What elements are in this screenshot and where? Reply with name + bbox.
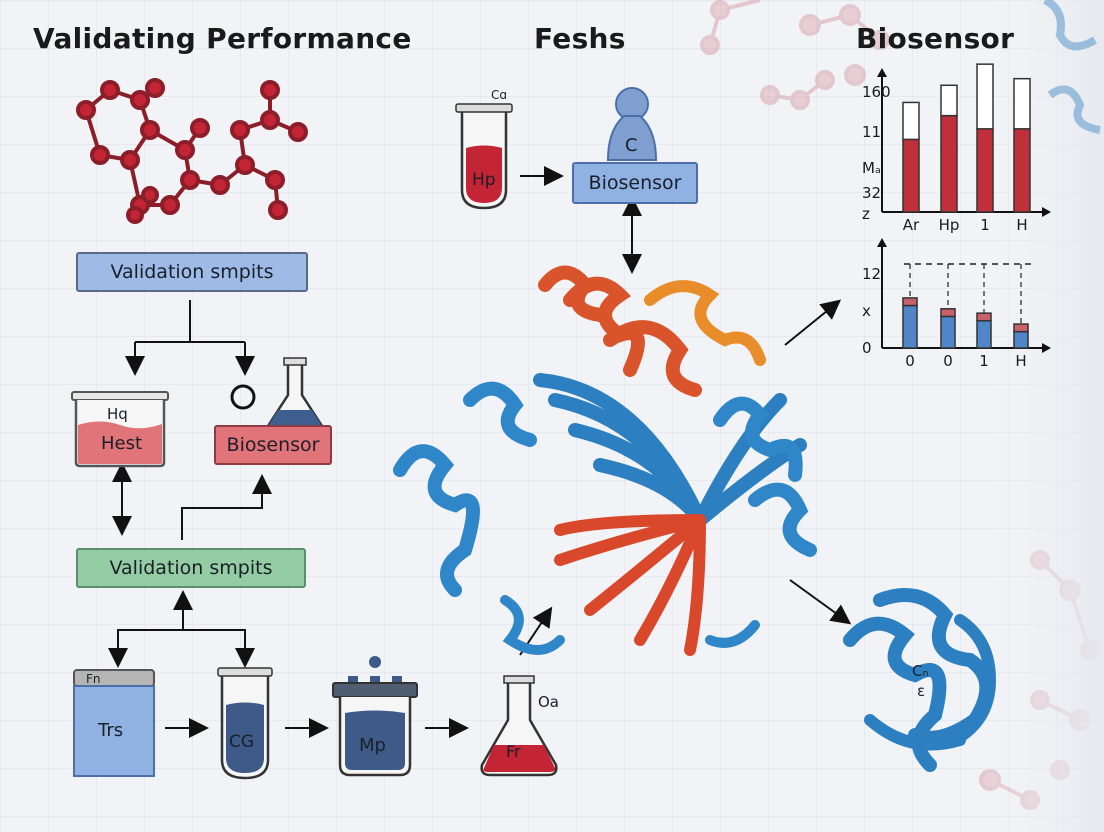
middle-tube-top-label: Cɑ — [491, 88, 507, 102]
beaker-hest-icon — [71, 391, 169, 468]
flask-icon — [230, 357, 325, 428]
validation-box-middle: Validation smpits — [76, 548, 306, 588]
chart-1-x-arrow — [1042, 343, 1051, 353]
tube-label: CG — [229, 732, 255, 752]
chart-0-category-label: Hp — [939, 216, 960, 234]
vessel-mp-icon — [332, 656, 418, 777]
chart-1-category-label: 0 — [943, 352, 953, 370]
container-tab-label: Fn — [86, 672, 101, 686]
container-label: Trs — [98, 720, 124, 741]
middle-tube-label: Hp — [472, 170, 496, 190]
chart-0-y-tick-label: 11 — [862, 123, 881, 141]
heading-biosensor: Biosensor — [856, 22, 1015, 55]
chart-1-y-tick-label: 12 — [862, 265, 881, 283]
chart-1-bar-2-seg-0 — [976, 320, 992, 349]
chart-0-y-tick-label: z — [862, 205, 870, 223]
background-helix-right — [1042, 0, 1101, 134]
chart-1-bar-3-seg-1 — [1013, 323, 1029, 333]
small-protein-icon — [843, 588, 997, 772]
chart-0-category-label: H — [1016, 216, 1027, 234]
beaker-label: Hest — [101, 433, 143, 454]
chart-0-bar-2-seg-1 — [976, 63, 994, 130]
chart-1-y-tick-label: 0 — [862, 339, 872, 357]
chart-0-bar-1-seg-0 — [940, 114, 958, 213]
small-protein-label-bottom: ε — [917, 682, 926, 700]
middle-flow-graphics — [455, 87, 852, 625]
flask-label: Fr — [506, 742, 521, 761]
chart-0-bar-0-seg-1 — [902, 101, 920, 141]
right-edge-fade — [980, 0, 1104, 832]
chart-1-y-tick-label: x — [862, 302, 871, 320]
heading-validating-performance: Validating Performance — [33, 22, 412, 55]
chart-1-bar-2-seg-1 — [976, 312, 992, 322]
chart-0-bar-2-seg-0 — [976, 128, 994, 213]
chart-0-y-tick-label: 32 — [862, 184, 881, 202]
chart-0-category-label: 1 — [980, 216, 990, 234]
chart-1-bar-3-seg-0 — [1013, 330, 1029, 349]
chart-0-y-tick-label: Mₐ — [862, 159, 881, 177]
chart-1-category-label: 1 — [979, 352, 989, 370]
chart-0-bar-3-seg-0 — [1013, 128, 1031, 213]
left-flow-connectors — [108, 300, 553, 738]
chart-0-y-tick-label: 160 — [862, 83, 891, 101]
small-protein-label-top: Cₙ — [912, 662, 929, 680]
validation-box-top: Validation smpits — [76, 252, 308, 292]
chart-0-y-arrow — [877, 68, 887, 77]
chart-0-x-arrow — [1042, 207, 1051, 217]
flask-fr-icon — [480, 675, 558, 777]
protein-structure-icon — [393, 265, 817, 656]
small-molecule-icon — [76, 78, 308, 224]
biosensor-box-left: Biosensor — [214, 425, 332, 465]
beaker-top-label: Hq — [107, 405, 128, 423]
biosensor-box-middle: Biosensor — [572, 162, 698, 204]
chart-0-bar-3-seg-1 — [1013, 77, 1031, 130]
vessel-label: Mp — [359, 735, 386, 756]
chart-0-bar-0-seg-0 — [902, 138, 920, 213]
heading-feshs: Feshs — [534, 22, 626, 55]
chart-1-bar-0-seg-0 — [902, 304, 918, 349]
background-molecule-top-right — [700, 0, 890, 110]
chart-0-category-label: Ar — [903, 216, 920, 234]
chart-1-y-arrow — [877, 238, 887, 247]
container-trs-icon — [73, 669, 155, 777]
test-tube-cg-icon — [217, 667, 273, 780]
chart-1-category-label: H — [1015, 352, 1026, 370]
chart-0-bar-1-seg-1 — [940, 84, 958, 117]
chart-1-bar-1-seg-1 — [940, 308, 956, 318]
chart-1-bar-1-seg-0 — [940, 315, 956, 349]
chart-1-bar-0-seg-1 — [902, 297, 918, 307]
flask-side-label: Oa — [538, 693, 559, 711]
biosensor-knob-label: C — [625, 135, 638, 156]
chart-1-category-label: 0 — [905, 352, 915, 370]
